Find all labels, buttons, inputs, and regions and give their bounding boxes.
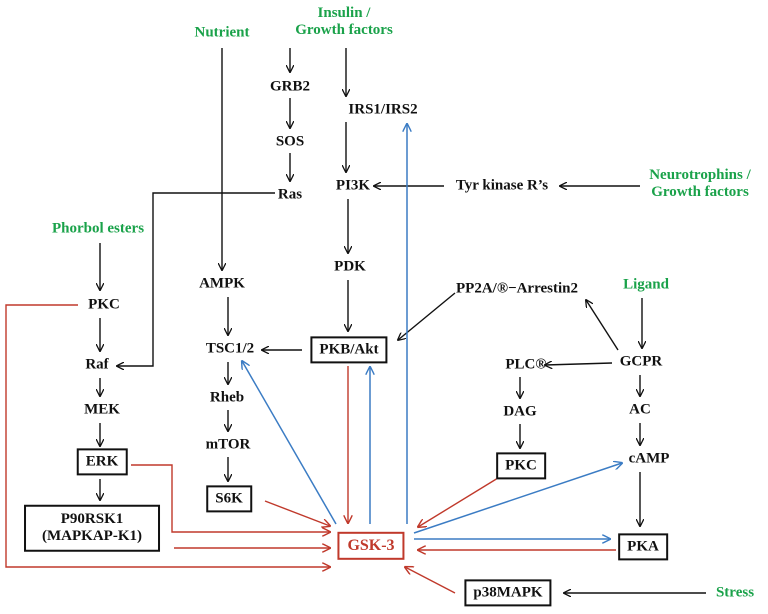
p90rsk1-node: P90RSK1(MAPKAP-K1) xyxy=(24,504,160,552)
pkb-akt-node: PKB/Akt xyxy=(310,336,388,364)
pi3k-node: PI3K xyxy=(335,177,371,194)
arrow-pkc-to-gsk3 xyxy=(5,304,330,567)
erk-node: ERK xyxy=(76,448,128,476)
mek-node: MEK xyxy=(84,401,120,418)
grb2-node: GRB2 xyxy=(269,78,311,95)
arrow-gcpr-to-pp2a xyxy=(586,300,619,351)
arrow-gcpr-to-plc xyxy=(545,363,613,365)
tsc-node: TSC1/2 xyxy=(205,340,255,357)
insulin-label: Insulin /Growth factors xyxy=(295,4,393,38)
ac-node: AC xyxy=(629,401,651,418)
pdk-node: PDK xyxy=(334,258,366,275)
rheb-node: Rheb xyxy=(209,389,245,406)
arrow-pkc2-to-gsk3 xyxy=(418,477,499,527)
s6k-node: S6K xyxy=(206,485,252,513)
dag-node: DAG xyxy=(503,403,537,420)
phorbol-esters-label: Phorbol esters xyxy=(51,220,145,237)
arrow-gsk3-to-tsc xyxy=(242,361,337,525)
plc-node: PLC® xyxy=(505,356,547,373)
ras-node: Ras xyxy=(277,186,303,203)
irs-node: IRS1/IRS2 xyxy=(348,101,418,118)
pp2a-arrestin-node: PP2A/®−Arrestin2 xyxy=(456,280,578,297)
p38mapk-node: p38MAPK xyxy=(464,579,552,607)
pka-node: PKA xyxy=(618,533,668,561)
mtor-node: mTOR xyxy=(205,436,251,453)
ampk-node: AMPK xyxy=(199,275,245,292)
arrow-gsk3-to-camp xyxy=(413,463,622,534)
gsk3-node: GSK-3 xyxy=(337,531,405,561)
neurotrophins-label: Neurotrophins /Growth factors xyxy=(649,166,751,200)
arrow-ras-to-raf xyxy=(117,192,275,366)
tyr-kinase-node: Tyr kinase R’s xyxy=(455,177,549,194)
pkc-node-boxed: PKC xyxy=(496,452,546,480)
sos-node: SOS xyxy=(275,133,305,150)
ligand-label: Ligand xyxy=(623,276,669,293)
arrow-p38-to-gsk3 xyxy=(405,567,456,594)
camp-node: cAMP xyxy=(628,450,670,467)
stress-label: Stress xyxy=(715,584,755,601)
raf-node: Raf xyxy=(85,356,109,373)
nutrient-label: Nutrient xyxy=(194,24,250,41)
gcpr-node: GCPR xyxy=(619,353,663,370)
arrow-erk-to-gsk3 xyxy=(131,464,330,532)
arrow-s6k-to-gsk3 xyxy=(264,500,330,526)
pkc-node-top: PKC xyxy=(88,296,120,313)
